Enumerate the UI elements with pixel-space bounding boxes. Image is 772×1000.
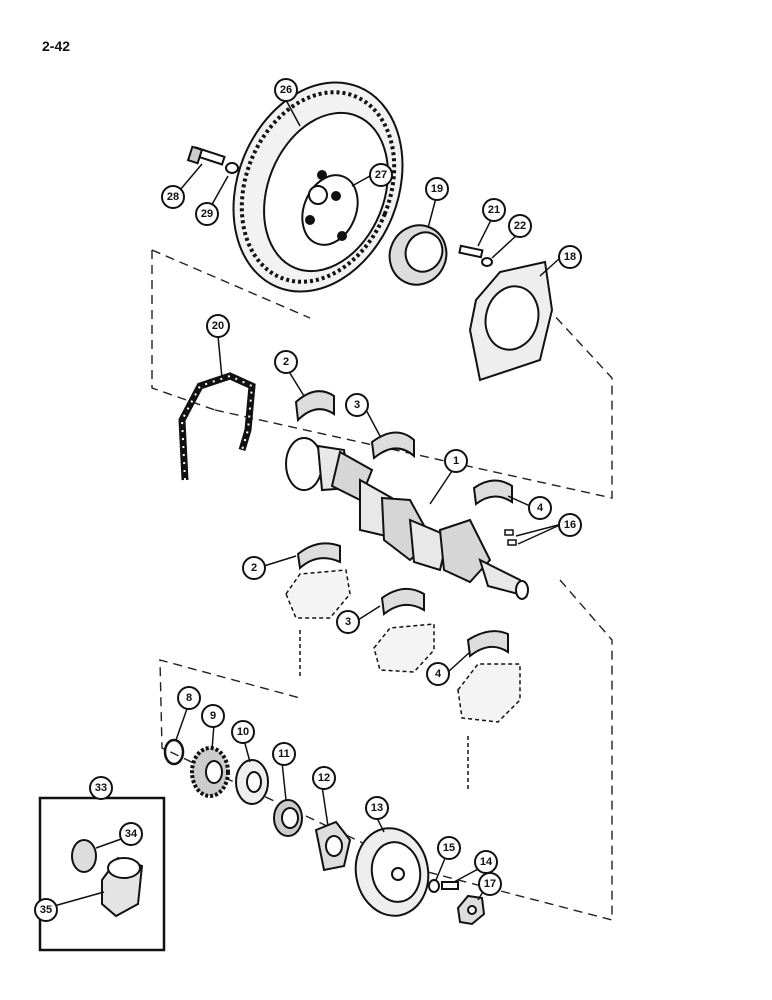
callout-33 (89, 776, 113, 800)
callout-2b (242, 556, 266, 580)
callout-label: 4 (435, 668, 442, 680)
callout-19 (425, 177, 449, 201)
callout-9 (201, 704, 225, 728)
crankshaft-gear (190, 746, 230, 798)
front-seal (273, 799, 303, 837)
callout-label: 20 (212, 320, 224, 332)
callout-20 (206, 314, 230, 338)
callout-label: 2 (251, 562, 257, 574)
callout-4a (528, 496, 552, 520)
callout-label: 22 (514, 220, 526, 232)
callout-label: 3 (345, 616, 351, 628)
bolt (441, 881, 459, 890)
callout-label: 27 (375, 169, 387, 181)
callout-label: 29 (201, 208, 213, 220)
callout-label: 16 (564, 519, 576, 531)
callout-8 (177, 686, 201, 710)
bearing-shell-upper-front (472, 479, 513, 506)
oil-slinger (235, 759, 269, 805)
retainer-bolt (458, 244, 484, 259)
bearing-shell-lower (296, 542, 341, 570)
wear-sleeve (71, 839, 97, 873)
callout-27 (369, 163, 393, 187)
crankshaft (285, 437, 529, 600)
callout-label: 26 (280, 84, 292, 96)
retainer-gasket (178, 372, 256, 481)
pulley (354, 827, 430, 917)
pulley-hub (314, 820, 352, 872)
callout-label: 35 (40, 904, 52, 916)
callout-labels: 26 27 28 29 19 21 22 18 20 2 3 1 4 16 2 … (40, 84, 576, 916)
bearing-caps (285, 569, 521, 790)
callout-label: 8 (186, 692, 192, 704)
callout-bubbles (34, 78, 582, 922)
callout-label: 19 (431, 183, 443, 195)
callout-34 (119, 822, 143, 846)
rear-seal-retainer (468, 260, 554, 382)
flywheel (232, 81, 404, 293)
callout-11 (272, 742, 296, 766)
callout-label: 17 (484, 878, 496, 890)
snap-ring (163, 738, 185, 766)
callout-28 (161, 185, 185, 209)
callout-label: 28 (167, 191, 179, 203)
callout-label: 3 (354, 399, 360, 411)
callout-12 (312, 766, 336, 790)
bearing-shell-lower-center (380, 587, 425, 616)
retainer-washer (481, 257, 493, 267)
callout-16 (558, 513, 582, 537)
bearing-shell-lower-front (466, 630, 509, 658)
wear-sleeve-kit-inset (38, 796, 166, 952)
rear-oil-seal (388, 224, 448, 286)
page-number: 2-42 (42, 38, 71, 54)
callout-18 (558, 245, 582, 269)
callout-label: 14 (480, 856, 493, 868)
callout-label: 11 (278, 748, 290, 760)
callout-13 (365, 796, 389, 820)
callout-label: 15 (443, 842, 455, 854)
callout-label: 4 (537, 502, 544, 514)
callout-29 (195, 202, 219, 226)
callout-26 (274, 78, 298, 102)
bearing-shell-upper (294, 390, 335, 423)
callout-1 (444, 449, 468, 473)
callout-22 (508, 214, 532, 238)
woodruff-key (504, 529, 514, 536)
callout-15 (437, 836, 461, 860)
callout-10 (231, 720, 255, 744)
washer (428, 879, 440, 893)
callout-label: 9 (210, 710, 216, 722)
callout-3b (336, 610, 360, 634)
callout-label: 13 (371, 802, 383, 814)
callout-35 (34, 898, 58, 922)
callout-label: 1 (453, 455, 459, 467)
leader-lines (53, 99, 563, 907)
callout-label: 21 (488, 204, 500, 216)
bearing-shell-upper-center (370, 431, 415, 460)
callout-label: 18 (564, 251, 576, 263)
woodruff-key (507, 539, 517, 546)
callout-2a (274, 350, 298, 374)
callout-label: 34 (125, 828, 138, 840)
callout-label: 12 (318, 772, 330, 784)
callout-4b (426, 662, 450, 686)
pulley-nut (456, 894, 486, 926)
callout-label: 2 (283, 356, 289, 368)
callout-label: 33 (95, 782, 107, 794)
installer-tool (101, 856, 144, 918)
callout-21 (482, 198, 506, 222)
flywheel-bolt (186, 145, 226, 166)
callout-label: 10 (237, 726, 249, 738)
callout-3a (345, 393, 369, 417)
callout-17 (478, 872, 502, 896)
flywheel-washer (225, 162, 239, 174)
